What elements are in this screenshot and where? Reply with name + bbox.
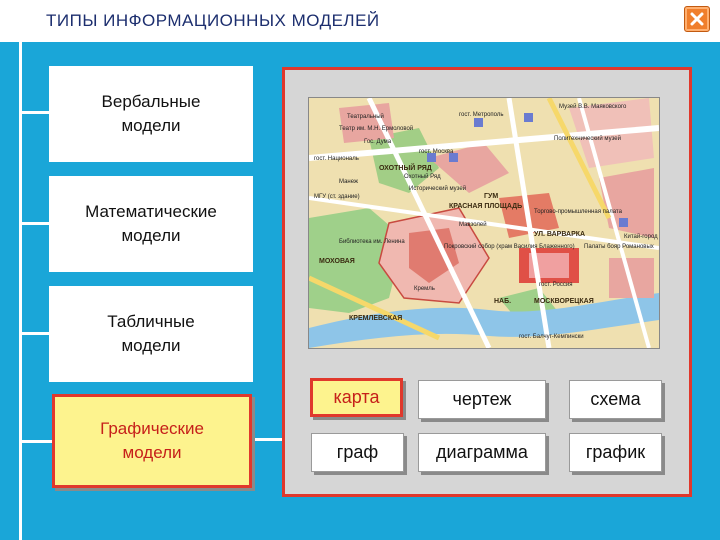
map-label: Библиотека им. Ленина	[339, 239, 405, 245]
map-label: МГУ (ст. здание)	[314, 194, 360, 200]
close-button[interactable]	[684, 6, 710, 32]
map-label: Покровский собор (храм Василия Блаженног…	[444, 243, 575, 250]
map-label: КРЕМЛЕВСКАЯ	[349, 315, 402, 322]
map-label: Исторический музей	[409, 185, 466, 192]
map-label: МОСКВОРЕЦКАЯ	[534, 298, 594, 305]
menu-label: модели	[122, 443, 182, 462]
option-map-button[interactable]: карта	[310, 378, 403, 417]
selection-connector	[253, 438, 282, 441]
close-icon	[690, 12, 704, 26]
map-label: гост. Метрополь	[459, 112, 504, 118]
map-label: Музей В.В. Маяковского	[559, 103, 627, 110]
menu-label: Табличные	[107, 312, 195, 331]
map-label: Манеж	[339, 179, 358, 185]
map-label: КРАСНАЯ ПЛОЩАДЬ	[449, 203, 522, 210]
option-schema-button[interactable]: схема	[569, 380, 662, 419]
menu-item-verbal[interactable]: Вербальные модели	[49, 66, 253, 162]
tree-connector	[19, 440, 53, 443]
map-label: Палаты бояр Романовых	[584, 244, 654, 250]
option-diagram-button[interactable]: диаграмма	[418, 433, 546, 472]
menu-label: Вербальные	[101, 92, 201, 111]
tree-connector	[19, 332, 49, 335]
menu-item-math[interactable]: Математические модели	[49, 176, 253, 272]
menu-item-table[interactable]: Табличные модели	[49, 286, 253, 382]
menu-label: Математические	[85, 202, 217, 221]
moscow-map-image: Театральный Театр им. М.Н. Ермоловой гос…	[308, 97, 660, 349]
map-label: Торгово-промышленная палата	[534, 209, 623, 215]
map-label: УЛ. ВАРВАРКА	[534, 231, 585, 238]
map-label: Китай-город	[624, 233, 658, 240]
map-label: МОХОВАЯ	[319, 258, 355, 265]
map-label: Театр им. М.Н. Ермоловой	[339, 125, 413, 132]
map-label: Охотный Ряд	[404, 173, 441, 180]
menu-label: модели	[121, 116, 181, 135]
map-label: Мавзолей	[459, 221, 487, 228]
window-title: ТИПЫ ИНФОРМАЦИОННЫХ МОДЕЛЕЙ	[46, 11, 380, 30]
map-label: Политехнический музей	[554, 135, 621, 142]
map-label: гост. Россия	[539, 282, 573, 288]
menu-label: модели	[121, 336, 181, 355]
map-label: Кремль	[414, 286, 435, 292]
tree-connector	[19, 222, 49, 225]
map-label: Театральный	[347, 113, 384, 120]
menu-label: Графические	[100, 419, 204, 438]
menu-label: модели	[121, 226, 181, 245]
map-label: Гос. Дума	[364, 139, 392, 145]
map-label: НАБ.	[494, 298, 511, 305]
tree-vertical-line	[19, 42, 22, 540]
map-drawing: Театральный Театр им. М.Н. Ермоловой гос…	[309, 98, 659, 348]
option-drawing-button[interactable]: чертеж	[418, 380, 546, 419]
map-label: гост. Националь	[314, 156, 359, 162]
map-label: ОХОТНЫЙ РЯД	[379, 163, 432, 172]
option-plot-button[interactable]: график	[569, 433, 662, 472]
title-bar: ТИПЫ ИНФОРМАЦИОННЫХ МОДЕЛЕЙ	[0, 0, 720, 42]
map-label: гост. Балчуг-Кемпински	[519, 334, 584, 340]
map-label: гост. Москва	[419, 149, 454, 155]
menu-item-graphic[interactable]: Графические модели	[52, 394, 252, 488]
tree-connector	[19, 111, 49, 114]
option-graph-button[interactable]: граф	[311, 433, 404, 472]
map-label: ГУМ	[484, 193, 498, 200]
